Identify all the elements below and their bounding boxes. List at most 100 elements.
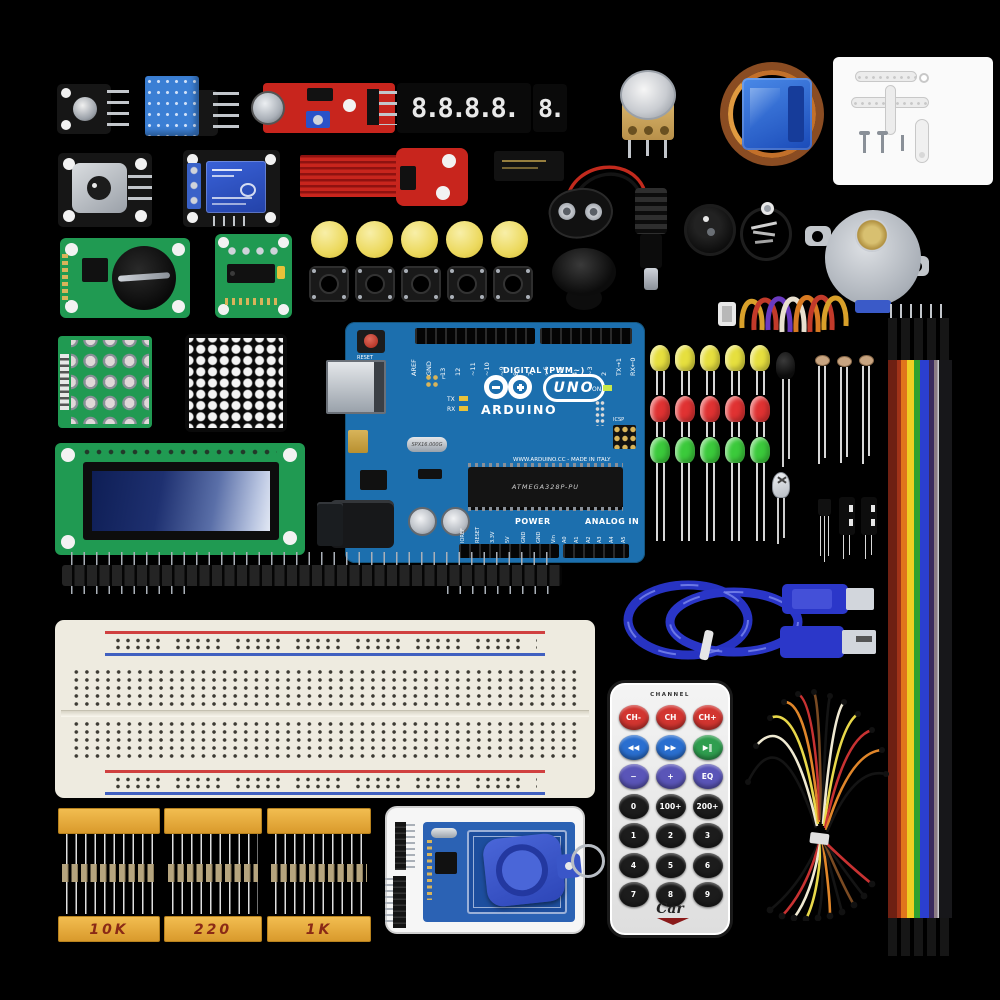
- mount-hole: [135, 158, 147, 170]
- relay-text-line: [212, 197, 252, 199]
- resistor-bodies: [271, 864, 367, 882]
- cap-stripe: [871, 505, 875, 512]
- pin-label: GND: [520, 531, 527, 543]
- pin-label: A3: [597, 536, 604, 543]
- mount-hole: [278, 237, 289, 248]
- servo-sheen: [750, 88, 780, 128]
- leg: [840, 367, 842, 463]
- remote-button: CH+: [692, 705, 723, 731]
- relay-module: [183, 150, 280, 227]
- remote-button-label: 6: [704, 860, 711, 870]
- remote-button-label: CH: [664, 713, 677, 723]
- led-leg: [688, 422, 690, 437]
- mount-hole: [135, 210, 147, 222]
- reset-button: [364, 334, 378, 348]
- rail-line-blue: [105, 792, 545, 795]
- led: [750, 345, 770, 445]
- pin-header: [367, 89, 379, 125]
- terminal-pins: [225, 246, 281, 256]
- remote-button-label: +: [667, 772, 674, 782]
- keypad-connector: [60, 354, 69, 410]
- mount-hole: [65, 300, 78, 313]
- led-bulb: [675, 396, 695, 422]
- remote-button: +: [655, 764, 686, 790]
- remote-button: 4: [618, 852, 649, 878]
- led: [725, 437, 745, 541]
- black-component-box: [317, 502, 343, 546]
- value-label: 10K: [58, 916, 160, 942]
- remote-button-label: 2: [667, 831, 674, 841]
- stepper-motor: [803, 208, 931, 314]
- led-bulb: [650, 345, 670, 371]
- photoresistors: [815, 355, 877, 470]
- pot-leg: [628, 140, 631, 158]
- ir-emitter-led: [772, 472, 792, 548]
- leg: [871, 535, 873, 555]
- led-leg: [756, 463, 758, 541]
- led-leg: [731, 422, 733, 437]
- lcd1602-display: [55, 443, 305, 555]
- push-button: [309, 266, 349, 302]
- pin-label: 3.3V: [490, 531, 497, 543]
- jumper-wire-bundle: [745, 689, 889, 921]
- leg: [388, 269, 392, 273]
- uno-text: UNO: [553, 380, 595, 396]
- led-bulb: [650, 396, 670, 422]
- clear-bulb: [772, 472, 790, 498]
- glint: [92, 183, 97, 188]
- screw: [881, 133, 884, 153]
- remote-button-label: ◀◀: [627, 742, 640, 752]
- io-expander-module: [215, 234, 292, 318]
- matrix-dots: [189, 338, 283, 428]
- breadboard: [55, 620, 595, 798]
- pin-label: ~3: [585, 366, 594, 376]
- led-leg: [763, 463, 765, 541]
- terminal-holes-top: [71, 668, 579, 708]
- green-leds: [650, 437, 770, 541]
- hall-sensor-module: [57, 84, 129, 134]
- relay-text-line: [212, 169, 242, 171]
- pin-label: A2: [585, 536, 592, 543]
- remote-button-label: 8: [667, 890, 674, 900]
- header-pins-down: [66, 586, 186, 594]
- servo-motor: [720, 60, 828, 170]
- led-leg: [763, 371, 765, 395]
- relay-text-line: [212, 203, 246, 205]
- wire-coil-ring: [740, 202, 792, 261]
- push-button: [447, 266, 487, 302]
- led: [675, 437, 695, 541]
- ldr: [859, 355, 874, 366]
- leg: [788, 379, 790, 459]
- barrel-plug-ridges: [635, 188, 667, 234]
- remote-button: 7: [618, 882, 649, 908]
- motor-connector: [855, 300, 891, 313]
- relay-block: [206, 161, 266, 213]
- cap-top: [552, 248, 616, 296]
- polyfuse: [348, 430, 368, 453]
- made-in-label: WWW.ARDUINO.CC - MADE IN ITALY: [513, 457, 611, 463]
- snap-terminal: [583, 201, 604, 222]
- smd-cluster: [595, 400, 605, 426]
- led: [700, 345, 720, 445]
- gold-pads: [427, 840, 432, 900]
- tape-top: [164, 808, 262, 834]
- servo-horn-bar: [855, 71, 917, 82]
- dht11-body: [145, 76, 199, 136]
- servo-accessories: [833, 57, 993, 185]
- leg: [388, 295, 392, 299]
- screw: [901, 135, 904, 151]
- led-leg: [731, 463, 733, 541]
- button-caps-yellow: [311, 221, 533, 261]
- dht11-humidity-sensor: [143, 72, 239, 142]
- leg: [480, 295, 484, 299]
- terminal-holes-bottom: [71, 720, 579, 760]
- pin-label: A1: [573, 536, 580, 543]
- sense-grid: [300, 155, 400, 197]
- mount-tab: [805, 226, 831, 246]
- digits: 8.8.8.8.: [410, 92, 520, 124]
- mount-hole: [172, 243, 185, 256]
- servo-body: [742, 78, 812, 150]
- voltage-regulator: [360, 470, 387, 490]
- snap-terminal: [556, 201, 577, 222]
- servo-horn-cross-v: [885, 85, 896, 135]
